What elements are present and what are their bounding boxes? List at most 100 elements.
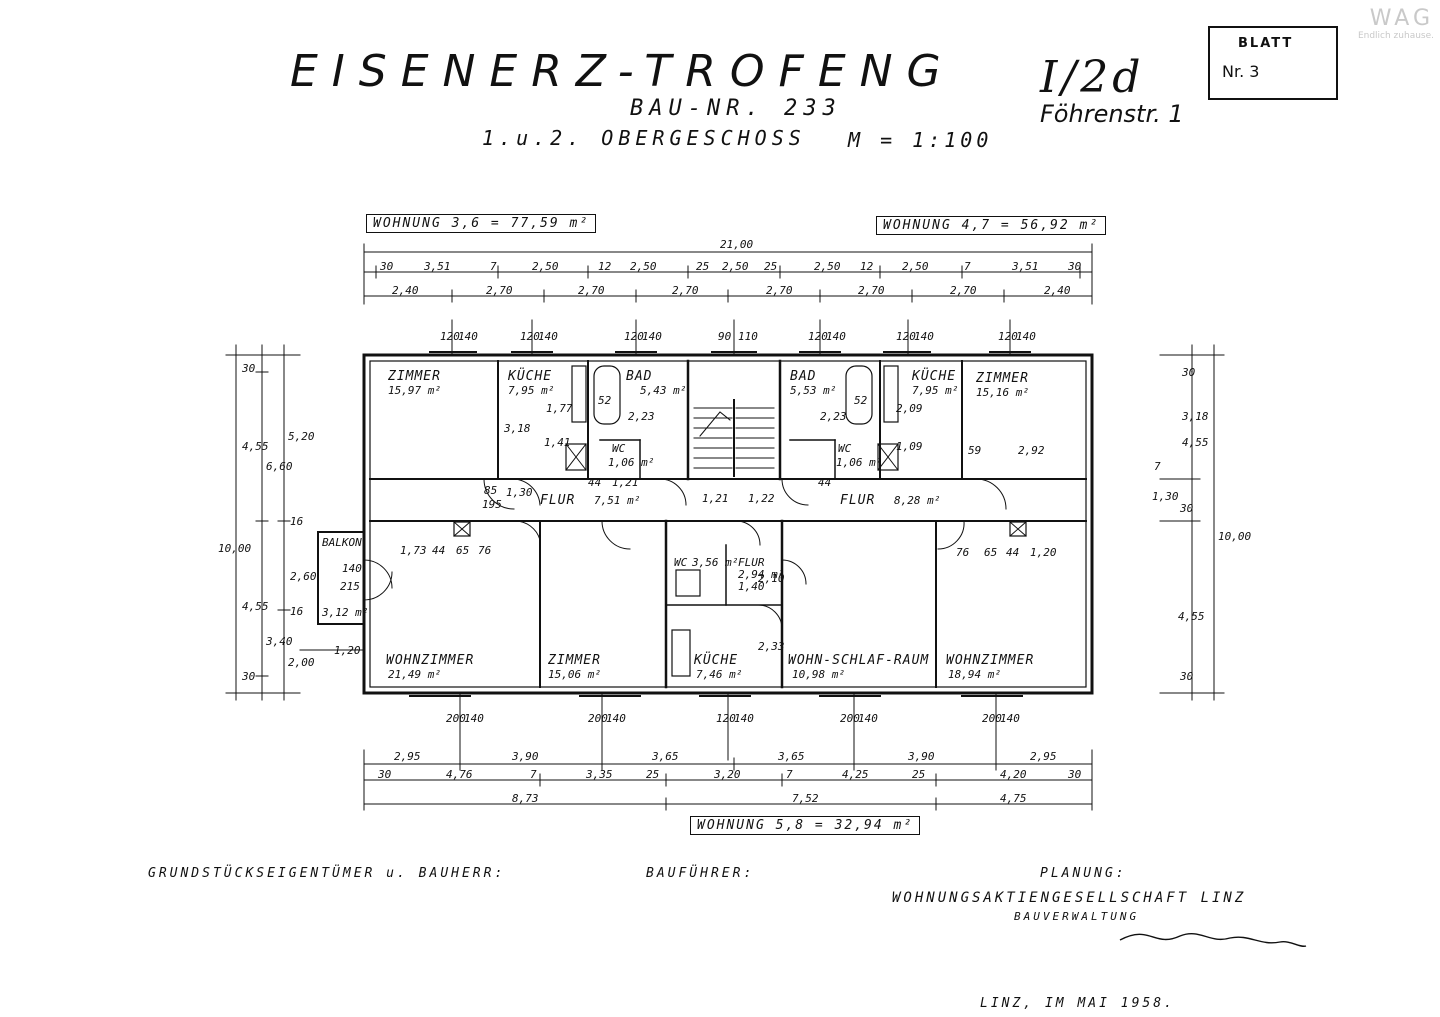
dim-left-1: 30 (241, 362, 256, 375)
shower-m (675, 569, 701, 597)
signature (1119, 933, 1307, 948)
bathtub-r (845, 365, 873, 425)
area-zimmer-left: 15,97 m² (388, 384, 441, 397)
bathtub-l (593, 365, 621, 425)
sheet-reference: I/2d (1040, 52, 1145, 103)
dim-misc-0: 1,73 (400, 544, 427, 557)
dim-win-top-3: 140 (538, 330, 558, 343)
dim-misc-32: 195 (482, 498, 502, 511)
dim-win-top-7: 110 (738, 330, 758, 343)
dim-misc-23: 1,41 (544, 436, 571, 449)
dim-bot1-2: 3,65 (651, 750, 679, 763)
dim-win-bot-1: 140 (464, 712, 484, 725)
door-swings (363, 478, 1007, 630)
room-zimmer-right: ZIMMER (975, 371, 1029, 386)
sheet-box: BLATT Nr. 3 (1208, 26, 1338, 100)
dimension-lines-right (1159, 344, 1225, 701)
logo-mark: WAG (1369, 6, 1434, 31)
staircase (693, 399, 775, 477)
dim-misc-10: 1,20 (1030, 546, 1057, 559)
area-wohnzimmer-left: 21,49 m² (388, 668, 441, 681)
dim-top2-2: 2,70 (578, 284, 605, 297)
area-wohnzimmer-right: 18,94 m² (948, 668, 1001, 681)
dim-misc-27: 1,40 (738, 580, 765, 593)
dim-top1-0: 30 (379, 260, 394, 273)
unit-label-4-7: WOHNUNG 4,7 = 56,92 m² (876, 216, 1107, 235)
dim-win-top-9: 140 (826, 330, 846, 343)
dim-left-7: 4,55 (242, 600, 269, 613)
drawing-title: EISENERZ-TROFENG (290, 46, 955, 97)
dim-win-top-4: 120 (624, 330, 644, 343)
dim-top2-1: 2,70 (486, 284, 513, 297)
dim-win-top-5: 140 (642, 330, 662, 343)
dim-bot1-3: 3,65 (777, 750, 805, 763)
dim-top1-3: 2,50 (532, 260, 559, 273)
dim-misc-29: 52 (598, 394, 612, 407)
dim-right-5: 7 (1154, 460, 1161, 473)
dim-win-bot-6: 200 (840, 712, 860, 725)
dim-left-5: 16 (290, 515, 304, 528)
room-zimmer-left: ZIMMER (387, 369, 441, 384)
dim-bot3-1: 7,52 (792, 792, 819, 805)
dim-misc-24: 2,09 (896, 402, 923, 415)
dim-bot2-0: 30 (377, 768, 392, 781)
dim-misc-1: 44 (432, 544, 445, 557)
room-kueche-right: KÜCHE (911, 367, 956, 384)
dim-top1-10: 12 (860, 260, 874, 273)
room-wc-right: WC (838, 442, 852, 455)
room-kueche-left: KÜCHE (507, 367, 552, 384)
dim-misc-21: 3,18 (503, 422, 531, 435)
dim-misc-13: 1,21 (702, 492, 729, 505)
dim-top2-3: 2,70 (672, 284, 699, 297)
room-flur-middle: FLUR (738, 556, 765, 569)
area-wc-middle: 3,56 m² (691, 556, 738, 569)
room-wc-middle: WC (674, 556, 688, 569)
logo-slogan: Endlich zuhause. (1357, 31, 1434, 41)
room-wohnzimmer-right: WOHNZIMMER (946, 653, 1034, 668)
dim-misc-25: 1,09 (896, 440, 923, 453)
dim-misc-22: 1,77 (546, 402, 573, 415)
dim-bot2-10: 30 (1067, 768, 1082, 781)
area-wc-left: 1,06 m² (608, 456, 654, 469)
dim-misc-28: 2,10 (758, 572, 785, 585)
street-address: Föhrenstr. 1 (1040, 100, 1184, 128)
balcony-outline (317, 531, 365, 625)
dim-misc-19: 2,23 (628, 410, 655, 423)
dim-top1-13: 3,51 (1011, 260, 1039, 273)
area-flur-right: 8,28 m² (894, 494, 940, 507)
dim-bot2-7: 4,25 (842, 768, 869, 781)
area-wc-right: 1,06 m² (836, 456, 882, 469)
outer-wall (362, 353, 1094, 695)
room-wc-left: WC (612, 442, 626, 455)
dim-misc-14: 1,22 (748, 492, 775, 505)
dim-top1-14: 30 (1067, 260, 1082, 273)
dim-top1-12: 7 (964, 260, 971, 273)
room-wohnzimmer-left: WOHNZIMMER (386, 653, 474, 668)
planning-label: PLANUNG: (1040, 866, 1127, 881)
dim-top1-2: 7 (490, 260, 497, 273)
dim-misc-20: 2,23 (820, 410, 847, 423)
dim-win-bot-7: 140 (858, 712, 878, 725)
dim-bot3-2: 4,75 (1000, 792, 1027, 805)
dim-win-top-8: 120 (808, 330, 828, 343)
area-zimmer-middle: 15,06 m² (548, 668, 601, 681)
dim-misc-5: 215 (340, 580, 360, 593)
dim-left-0: 10,00 (218, 542, 251, 555)
dim-bot2-4: 25 (646, 768, 659, 781)
flue-r (1009, 521, 1027, 537)
dim-misc-31: 85 (484, 484, 497, 497)
dim-misc-11: 59 (968, 444, 981, 457)
dim-top2-5: 2,70 (858, 284, 885, 297)
dim-bot1-4: 3,90 (907, 750, 935, 763)
window-dimension-bottom (459, 692, 997, 761)
window-dimension-top (451, 319, 1011, 356)
sheet-label: BLATT (1238, 36, 1294, 51)
dim-win-top-13: 140 (1016, 330, 1036, 343)
room-wohn-schlaf-raum: WOHN-SCHLAF-RAUM (788, 653, 929, 668)
room-bad-right: BAD (790, 369, 816, 384)
dim-top1-9: 2,50 (814, 260, 841, 273)
dimension-lines-left (225, 344, 365, 701)
stove-r (877, 443, 899, 471)
dim-right-8: 30 (1179, 670, 1194, 683)
owner-label: GRUNDSTÜCKSEIGENTÜMER u. BAUHERR: (148, 866, 506, 881)
